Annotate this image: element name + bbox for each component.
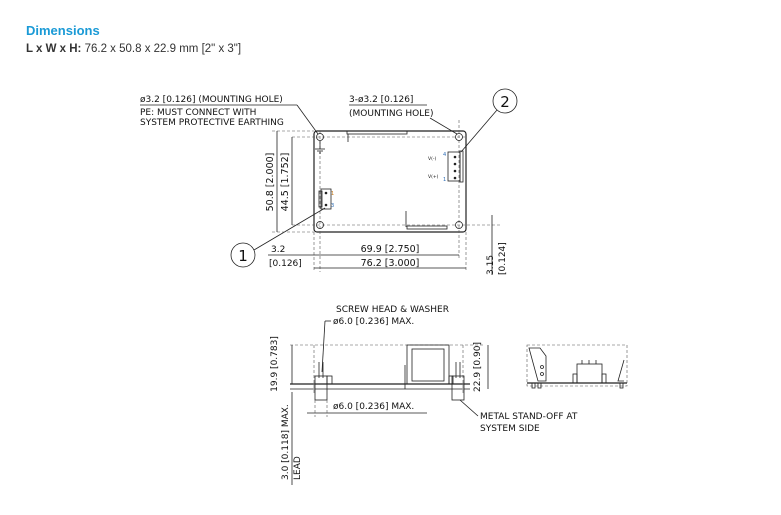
standoff-left <box>314 362 333 401</box>
pin-label: 1 <box>331 191 334 197</box>
pin-label: 3 <box>331 203 334 209</box>
callout-1 <box>230 242 256 268</box>
screw-note-2: ø6.0 [0.236] MAX. <box>333 317 414 327</box>
end-view <box>526 344 628 389</box>
standoff-diameter-dim: ø6.0 [0.236] MAX. <box>333 402 414 412</box>
pe-note-1: PE: MUST CONNECT WITH <box>140 108 256 118</box>
standoff-note-1: METAL STAND-OFF AT <box>480 412 578 422</box>
side-view: SCREW HEAD & WASHER ø6.0 [0.236] MAX. 19… <box>270 305 578 485</box>
offset-mm: 3.2 <box>271 245 285 255</box>
standoff-note-2: SYSTEM SIDE <box>480 424 540 434</box>
bottom-offset-mm: 3.15 <box>486 255 496 275</box>
top-view: 1 3 V(-) V(+) 4 1 ø3.2 [0.126] (MOUNTING… <box>140 88 518 275</box>
length-dim: 76.2 [3.000] <box>361 258 420 269</box>
pin-label: 1 <box>443 177 446 183</box>
height-outer-dim: 50.8 [2.000] <box>265 153 276 212</box>
spec-value: 76.2 x 50.8 x 22.9 mm [2" x 3"] <box>84 43 242 55</box>
input-connector: 1 3 <box>318 188 334 210</box>
output-connector: V(-) V(+) 4 1 <box>428 150 464 183</box>
holes-note-1: 3-ø3.2 [0.126] <box>349 95 413 105</box>
spec-label: L x W x H: <box>26 43 82 55</box>
board-height-mm: 19.9 [0.783] <box>270 336 280 392</box>
transformer <box>406 344 450 385</box>
pin-label: 4 <box>443 152 446 158</box>
height-inner-dim: 44.5 [1.752] <box>280 153 291 212</box>
hole-note: ø3.2 [0.126] (MOUNTING HOLE) <box>140 95 283 105</box>
total-height-dim: 22.9 [0.90] <box>473 342 483 392</box>
dimensions-spec: L x W x H: 76.2 x 50.8 x 22.9 mm [2" x 3… <box>26 43 241 55</box>
holes-note-2: (MOUNTING HOLE) <box>349 109 433 119</box>
lead-length-dim: 3.0 [0.118] MAX. <box>281 404 291 480</box>
hole-span-dim: 69.9 [2.750] <box>361 244 420 255</box>
callout-2-label: 2 <box>500 93 510 111</box>
vminus-label: V(-) <box>428 156 436 162</box>
section-title: Dimensions <box>26 23 100 38</box>
lead-label: LEAD <box>293 456 303 480</box>
pe-note-2: SYSTEM PROTECTIVE EARTHING <box>140 118 284 128</box>
bottom-offset-in: [0.124] <box>498 242 508 275</box>
offset-in: [0.126] <box>269 259 302 269</box>
screw-note-1: SCREW HEAD & WASHER <box>336 305 449 315</box>
callout-2 <box>492 88 518 114</box>
callout-1-label: 1 <box>238 247 248 265</box>
vplus-label: V(+) <box>428 174 439 180</box>
earth-ground-icon <box>315 141 325 154</box>
mounting-holes <box>316 133 463 229</box>
standoff-right <box>448 362 465 401</box>
